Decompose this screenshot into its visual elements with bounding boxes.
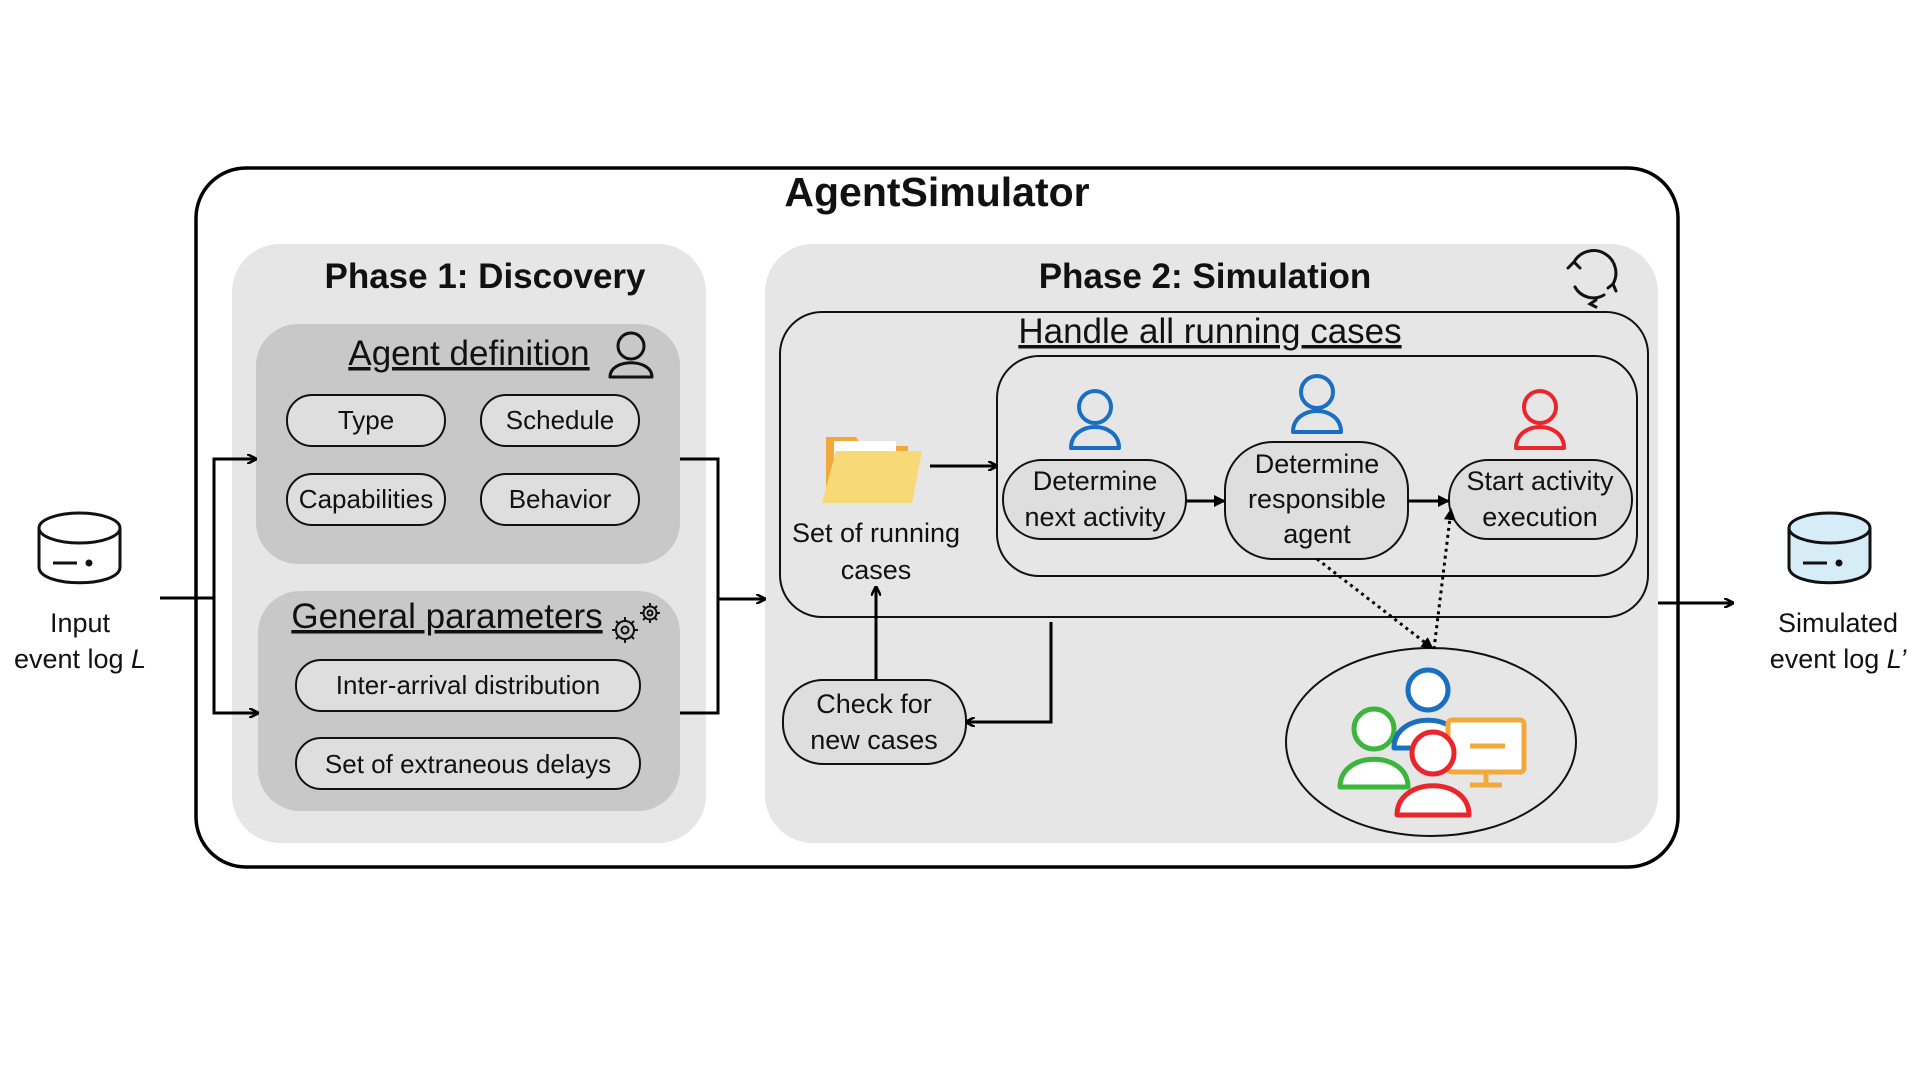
agent-definition-behavior: Behavior [480,473,640,526]
svg-text:responsible: responsible [1248,484,1386,514]
general-parameters-heading: General parameters [291,597,602,636]
step-start-execution: Start activity execution [1448,459,1633,540]
svg-text:Inter-arrival distribution: Inter-arrival distribution [336,670,600,700]
agents-group-icon [1337,667,1527,818]
svg-text:agent: agent [1283,519,1351,549]
handle-cases-heading: Handle all running cases [1018,312,1401,351]
input-label-2: event log L [14,644,146,674]
agent-definition-type: Type [286,394,446,447]
svg-text:Schedule: Schedule [506,405,614,435]
database-icon [1787,511,1872,585]
output-label-2: event log L’ [1770,644,1908,674]
general-parameters-delays: Set of extraneous delays [295,737,641,790]
bracket-agent-definition [680,457,720,715]
refresh-icon [1566,249,1618,309]
svg-text:Determine: Determine [1033,466,1158,496]
check-new-cases: Check for new cases [782,679,967,765]
svg-text:Type: Type [338,405,394,435]
user-icon [608,331,654,379]
svg-text:next activity: next activity [1024,502,1166,532]
agent-definition-heading: Agent definition [348,334,589,373]
folder-icon [822,437,922,503]
dotted-pool-to-start [1432,508,1456,650]
svg-text:Set of extraneous delays: Set of extraneous delays [325,749,611,779]
dotted-connectors [1316,508,1456,650]
svg-text:new cases: new cases [810,725,938,755]
svg-text:Start activity: Start activity [1466,466,1614,496]
user-icon [1291,374,1343,434]
agent-definition-capabilities: Capabilities [286,473,446,526]
dotted-agent-to-pool [1316,557,1434,650]
svg-text:Determine: Determine [1255,449,1380,479]
gears-icon [612,603,660,643]
general-parameters-interarrival: Inter-arrival distribution [295,659,641,712]
user-icon [1069,389,1121,450]
arrow-handle-to-check [967,622,1053,722]
svg-text:Check for: Check for [816,689,932,719]
phase2-title: Phase 2: Simulation [1039,257,1372,296]
connectors [160,459,1732,722]
svg-text:Capabilities: Capabilities [299,484,433,514]
step-responsible-agent: Determine responsible agent [1224,441,1409,560]
svg-text:execution: execution [1482,502,1598,532]
database-icon [37,511,122,585]
running-cases-label-1: Set of running [792,518,960,548]
svg-text:Behavior: Behavior [509,484,612,514]
input-label-1: Input [50,608,111,638]
arrow-to-general-parameters [212,598,257,713]
running-cases-label-2: cases [841,555,912,585]
main-title: AgentSimulator [784,169,1089,215]
output-label-1: Simulated [1778,608,1898,638]
phase1-title: Phase 1: Discovery [324,257,646,296]
user-icon [1514,389,1566,450]
agent-definition-schedule: Schedule [480,394,640,447]
step-next-activity: Determine next activity [1002,459,1187,540]
